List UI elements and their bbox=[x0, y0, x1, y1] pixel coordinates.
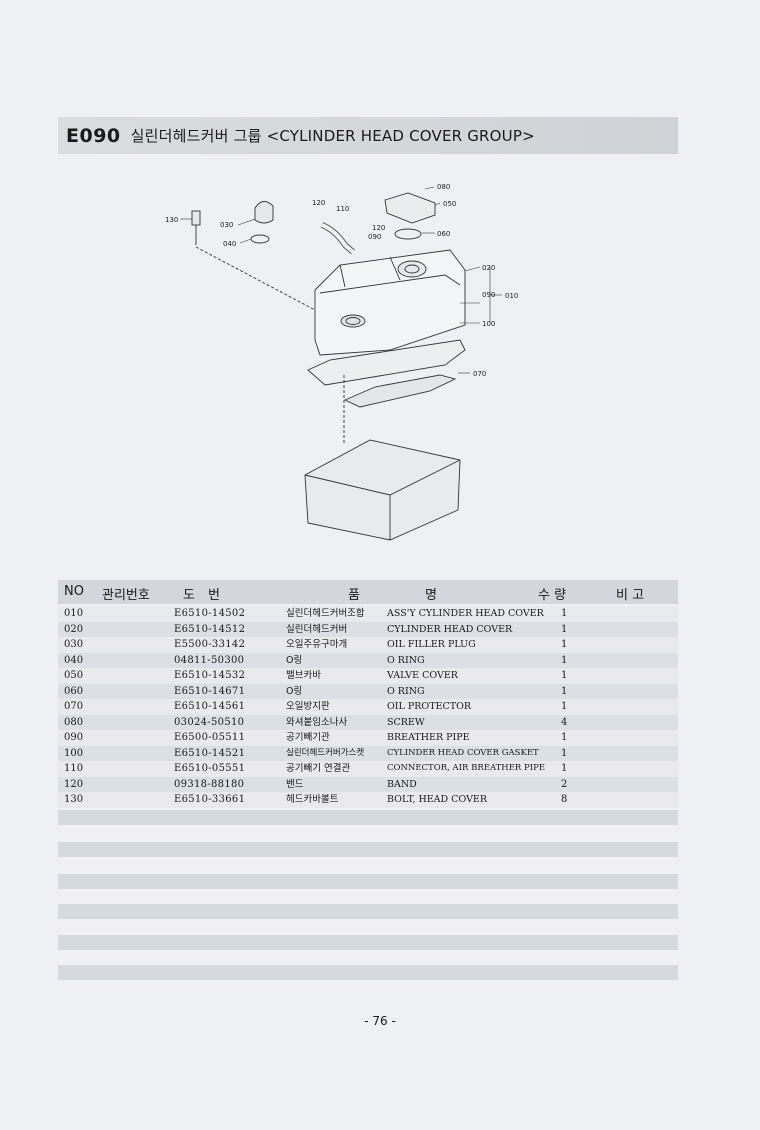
callout-090: 090 bbox=[482, 291, 495, 299]
col-qty: 수 량 bbox=[538, 588, 567, 603]
empty-row-stripe bbox=[58, 874, 678, 889]
col-remark: 비 고 bbox=[616, 588, 645, 603]
section-title-bar: E090 실린더헤드커버 그룹 <CYLINDER HEAD COVER GRO… bbox=[58, 117, 678, 154]
parts-table-header: NO 관리번호 도 번 품 명 수 량 비 고 bbox=[58, 580, 678, 604]
callout-020: 020 bbox=[482, 264, 495, 272]
col-no: NO bbox=[64, 584, 84, 599]
section-title: 실린더헤드커버 그룹 <CYLINDER HEAD COVER GROUP> bbox=[130, 127, 535, 145]
callout-050: 050 bbox=[443, 200, 456, 208]
callout-070: 070 bbox=[473, 370, 486, 378]
callout-120: 120 bbox=[312, 199, 325, 207]
section-code: E090 bbox=[66, 124, 121, 147]
callout-110: 110 bbox=[336, 205, 349, 213]
callout-090b: 090 bbox=[368, 233, 381, 241]
callout-130: 130 bbox=[165, 216, 178, 224]
callout-030: 030 bbox=[220, 221, 233, 229]
col-drawing-no: 도 번 bbox=[183, 588, 220, 603]
empty-row-stripe bbox=[58, 904, 678, 919]
empty-row-stripe bbox=[58, 935, 678, 950]
col-name: 품 명 bbox=[348, 588, 437, 603]
col-mgmt-no: 관리번호 bbox=[102, 588, 150, 603]
callout-120b: 120 bbox=[372, 224, 385, 232]
empty-row-stripe bbox=[58, 965, 678, 980]
page-number: - 76 - bbox=[364, 1014, 396, 1028]
callout-080: 080 bbox=[437, 183, 450, 191]
exploded-parts-diagram: 130 030 040 120 110 120 090 080 050 060 … bbox=[165, 183, 518, 541]
callout-060: 060 bbox=[437, 230, 450, 238]
callout-010: 010 bbox=[505, 292, 518, 300]
empty-row-stripe bbox=[58, 842, 678, 857]
callout-100: 100 bbox=[482, 320, 495, 328]
empty-row-stripe bbox=[58, 810, 678, 825]
callout-040: 040 bbox=[223, 240, 236, 248]
